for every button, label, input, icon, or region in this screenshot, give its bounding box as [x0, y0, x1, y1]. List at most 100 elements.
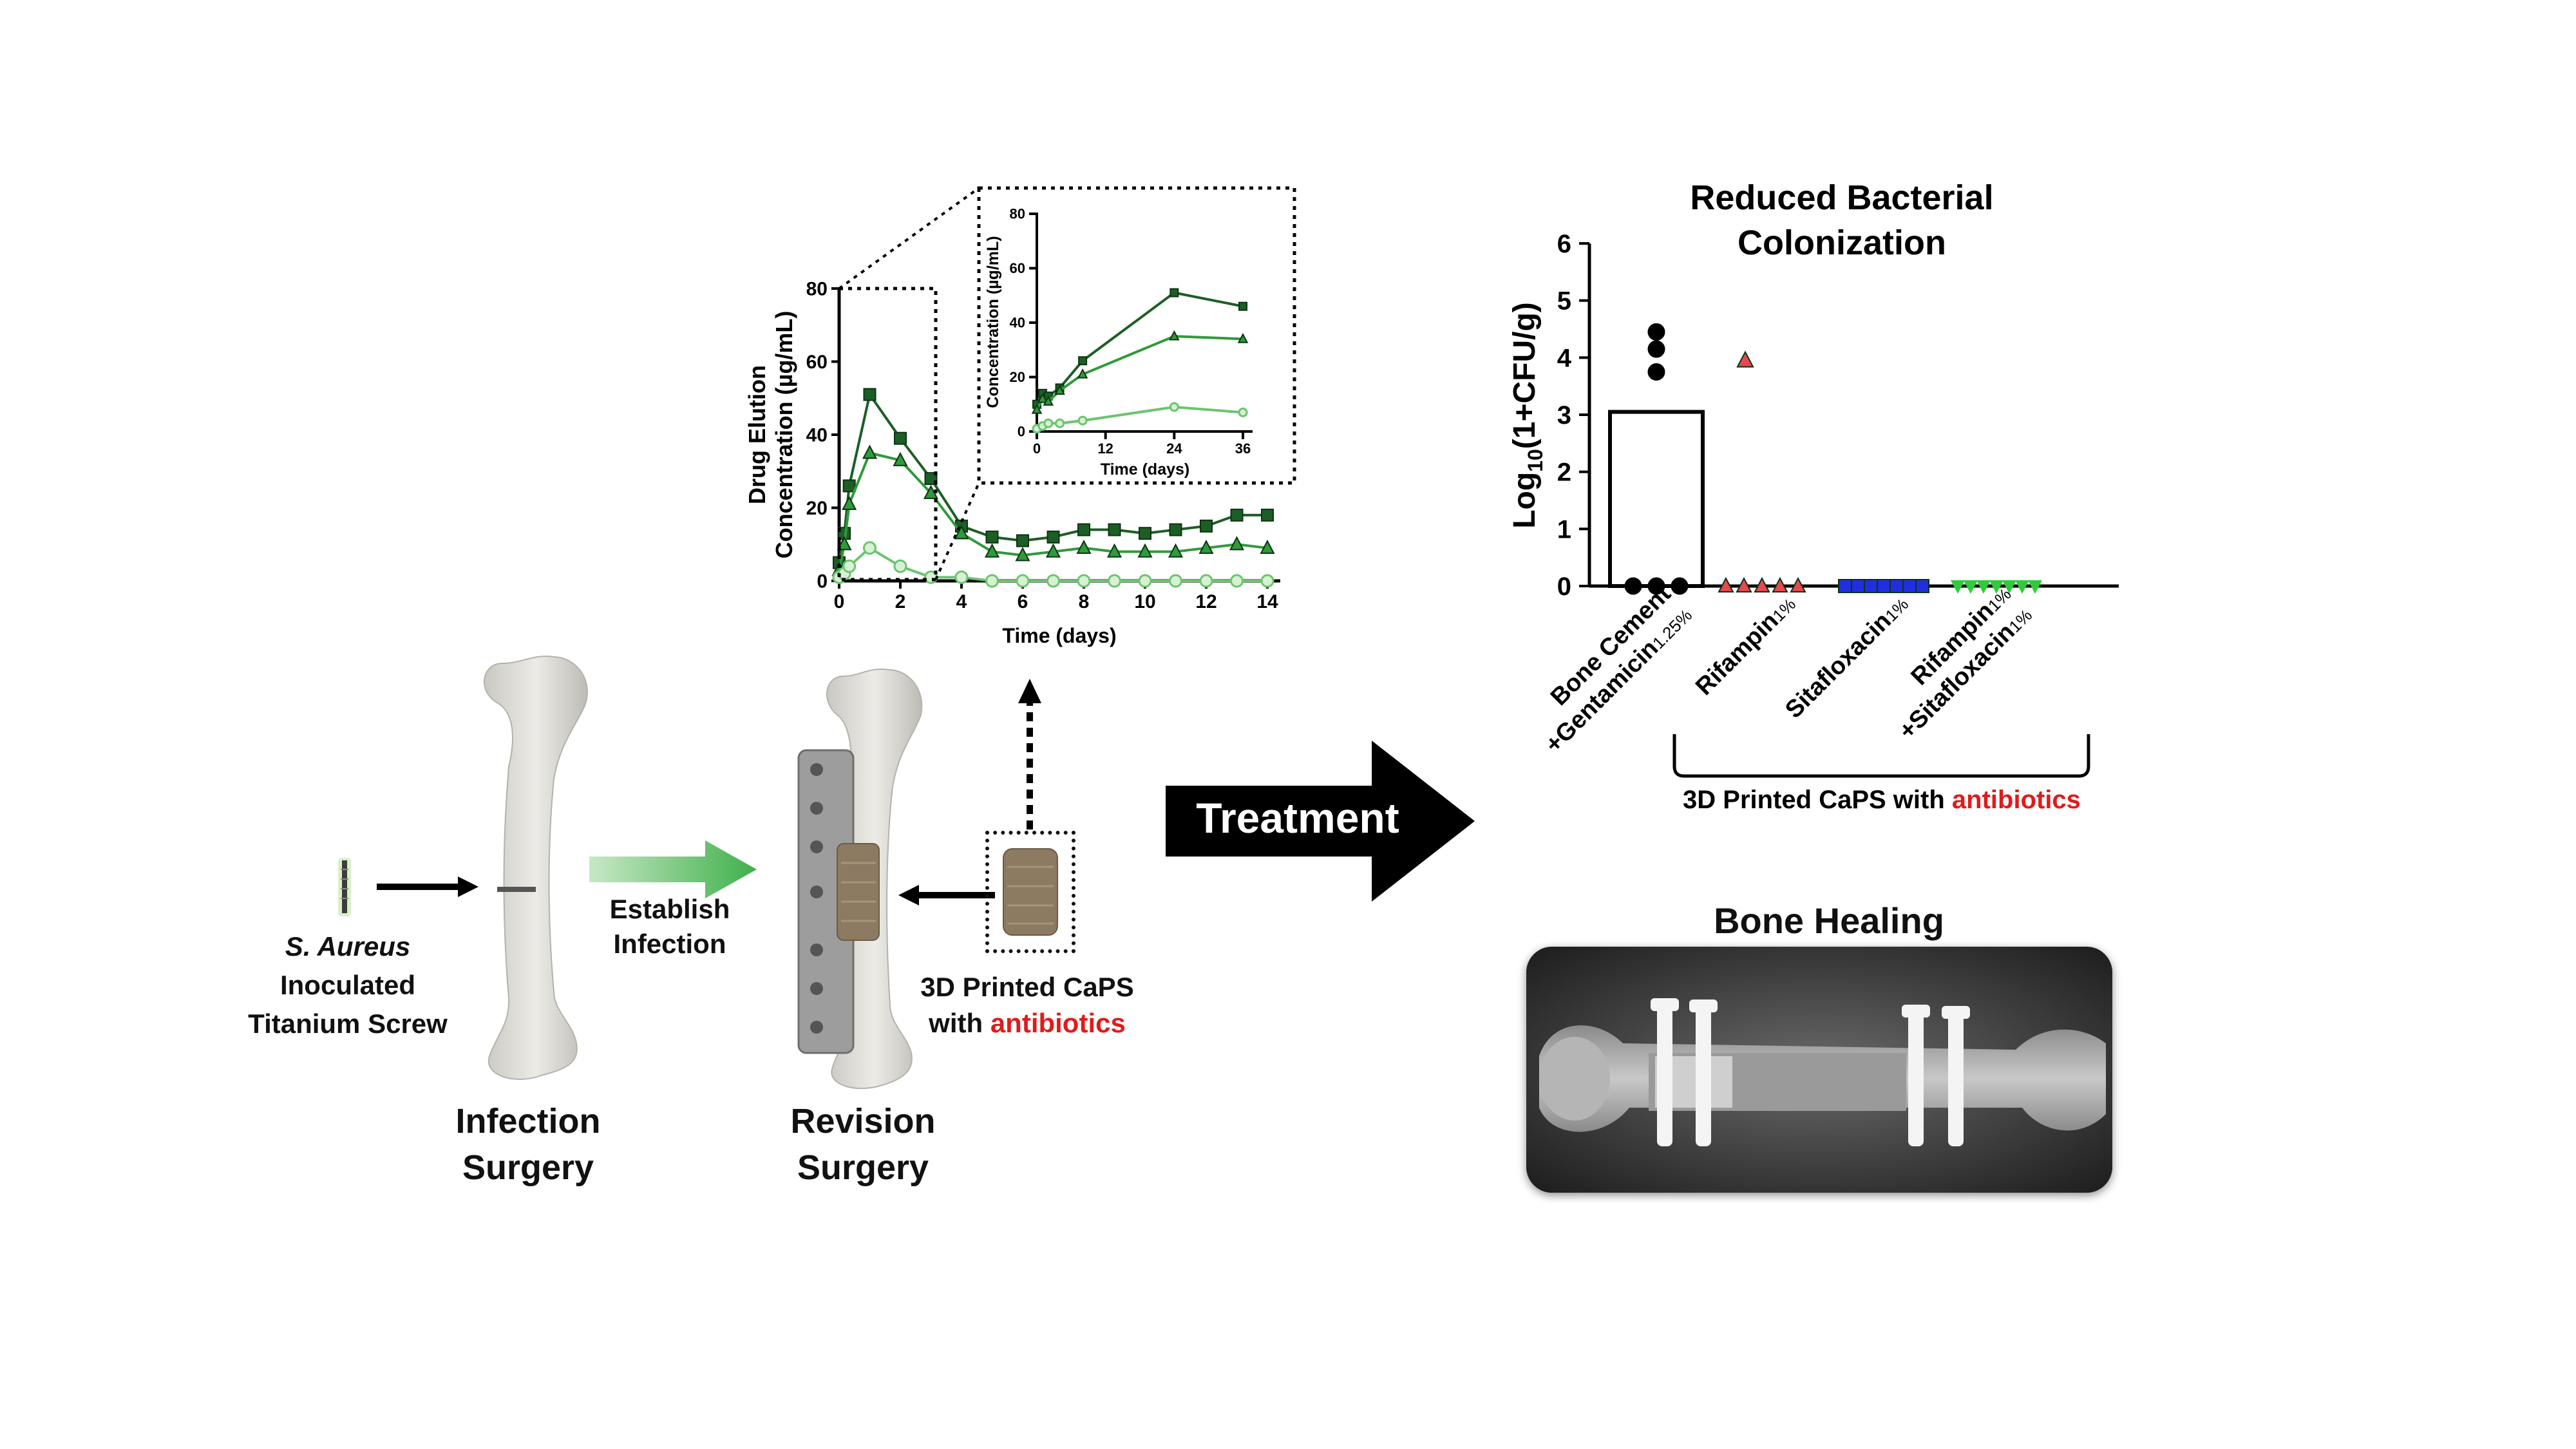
data-point: [923, 484, 939, 499]
data-point: [1046, 530, 1060, 544]
arrow-left-icon: [898, 882, 995, 911]
y-tick-label: 6: [1557, 230, 1571, 258]
data-point: [1647, 340, 1665, 358]
data-point: [1889, 579, 1904, 593]
colonization-title-line2: Colonization: [1738, 223, 1946, 262]
data-point: [1078, 356, 1088, 366]
data-point: [1169, 523, 1182, 536]
data-point: [954, 525, 969, 540]
data-point: [1037, 392, 1048, 403]
data-point: [1015, 547, 1030, 562]
x-tick-label: 8: [1079, 591, 1090, 612]
data-point: [1864, 579, 1878, 593]
establish-infection-arrow-icon: [589, 837, 763, 905]
data-point: [1736, 576, 1752, 592]
data-point: [1138, 574, 1152, 588]
data-point: [1624, 577, 1642, 595]
x-tick-label: 12: [1097, 440, 1113, 457]
svg-text:Rifampin1%: Rifampin1%: [1690, 591, 1801, 701]
data-point: [2015, 580, 2029, 594]
data-point: [1647, 363, 1665, 381]
data-point: [1169, 574, 1182, 588]
y-tick-label: 4: [1557, 344, 1572, 372]
data-point: [1054, 384, 1065, 395]
y-tick-label: 5: [1557, 287, 1571, 316]
data-point: [1718, 576, 1734, 592]
xray-image: [1526, 947, 2112, 1193]
data-point: [1772, 576, 1788, 592]
femur-with-plate-image: [786, 663, 940, 1095]
y-tick-label: 1: [1557, 515, 1571, 544]
x-tick-label: 2: [895, 591, 906, 612]
data-point: [1045, 543, 1061, 558]
data-point: [1790, 576, 1806, 592]
colonization-ylabel: Log10(1+CFU/g): [1508, 302, 1547, 529]
elution-inset-series: [1031, 288, 1249, 434]
inset-box: [977, 186, 1296, 485]
caps-label: 3D Printed CaPS with antibiotics: [920, 972, 1134, 1038]
data-point: [1169, 330, 1180, 341]
y-tick-label: 20: [806, 498, 828, 519]
data-point: [893, 559, 907, 573]
x-tick-label: 6: [1018, 591, 1028, 612]
data-point: [1108, 523, 1121, 536]
data-point: [1077, 415, 1088, 426]
data-point: [1108, 574, 1121, 588]
y-tick-label: 20: [1010, 369, 1025, 385]
svg-text:Sitafloxacin1%: Sitafloxacin1%: [1780, 591, 1913, 724]
x-tick-label: 0: [834, 591, 845, 612]
data-point: [1237, 332, 1249, 343]
data-point: [1229, 536, 1245, 551]
data-point: [985, 574, 999, 588]
data-point: [1043, 418, 1054, 428]
y-tick-label: 0: [1018, 424, 1025, 440]
bone-healing-title: Bone Healing: [1714, 900, 1944, 941]
y-tick-label: 2: [1557, 459, 1571, 487]
y-tick-label: 60: [806, 352, 828, 373]
data-point: [1951, 580, 1965, 594]
x-tick-label: 36: [1235, 440, 1251, 457]
data-point: [985, 530, 999, 544]
data-point: [1230, 508, 1244, 522]
data-point: [1238, 301, 1247, 311]
y-tick-label: 3: [1557, 401, 1571, 430]
data-point: [1989, 580, 2003, 594]
bar: [1608, 410, 1705, 588]
data-point: [1260, 539, 1275, 554]
zoom-box: [837, 287, 938, 582]
treatment-label: Treatment: [1196, 794, 1399, 842]
y-tick-label: 80: [806, 279, 828, 300]
treatment-arrow: [1166, 741, 1475, 905]
data-point: [1902, 579, 1917, 593]
data-point: [1200, 519, 1213, 533]
data-point: [984, 543, 1000, 558]
data-point: [1077, 574, 1091, 588]
data-point: [893, 451, 908, 466]
data-point: [1016, 574, 1030, 588]
elution-main-ylabel-line1: Drug Elution: [744, 365, 770, 504]
data-point: [863, 388, 876, 401]
data-point: [1964, 580, 1978, 594]
data-point: [1168, 543, 1184, 558]
data-point: [954, 570, 969, 584]
elution-main-series: [831, 388, 1275, 588]
data-point: [1055, 418, 1065, 428]
y-tick-label: 80: [1010, 206, 1025, 222]
data-point: [1076, 539, 1092, 554]
data-point: [1230, 574, 1244, 588]
screw-label: S. Aureus Inoculated Titanium Screw: [248, 931, 448, 1039]
data-point: [1077, 523, 1090, 536]
data-point: [1736, 350, 1754, 368]
data-point: [1046, 574, 1060, 588]
data-point: [1031, 403, 1043, 414]
data-point: [1016, 534, 1029, 547]
data-point: [842, 559, 857, 573]
data-point: [1877, 579, 1891, 593]
data-point: [1170, 288, 1179, 298]
y-tick-label: 0: [817, 571, 828, 592]
